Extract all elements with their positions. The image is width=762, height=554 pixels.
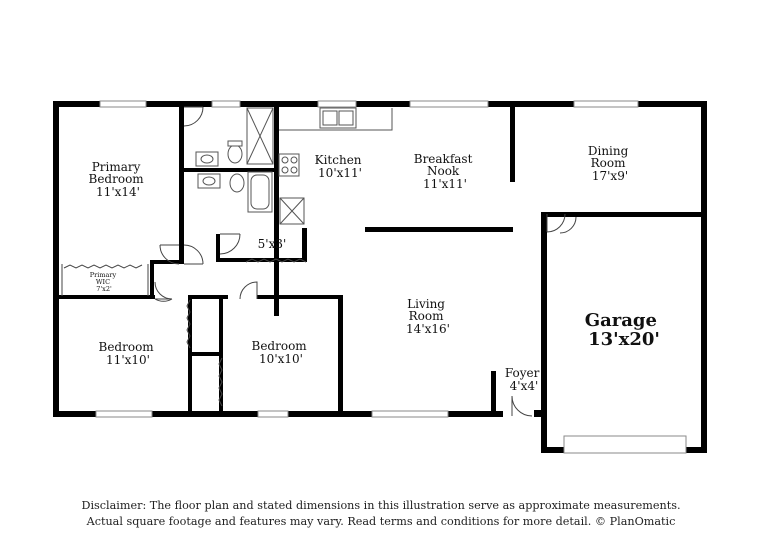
primary-wic-name-1: Primary [90,271,117,279]
room-label-closet: 5'x3' [258,237,287,251]
windows [95,100,687,454]
dining-dim: 17'x9' [592,169,628,183]
window-living-room [371,410,449,418]
interior-walls [59,101,547,417]
bedroom-left-name: Bedroom [99,340,155,354]
foyer-name: Foyer [505,366,540,380]
room-label-foyer: Foyer 4'x4' [505,366,543,393]
garage-name: Garage [585,310,657,331]
window-bedroom-middle [257,410,289,418]
door-garage [546,213,566,233]
toilet-primary [227,144,243,164]
window-bath [211,100,241,108]
door-bedroom-middle [239,281,258,300]
bedroom-middle-dim: 10'x10' [259,352,303,366]
living-dim: 14'x16' [406,322,450,336]
room-label-garage: Garage 13'x20' [585,310,664,350]
living-name-1: Living [407,297,445,311]
wic-cross [61,264,149,296]
foyer-dim: 4'x4' [510,379,539,393]
room-label-primary-bedroom: Primary Bedroom 11'x14' [89,160,148,199]
nook-name-2: Nook [427,164,460,178]
garage-dim: 13'x20' [588,329,660,350]
fixtures [195,107,393,225]
room-labels: Primary Bedroom 11'x14' Primary WIC 7'x2… [89,144,664,393]
nook-name-1: Breakfast [414,152,473,166]
room-label-bedroom-left: Bedroom 11'x10' [99,340,158,367]
primary-wic-name-2: WIC [96,278,110,286]
hall-bifold-2 [218,357,223,407]
kitchen-name: Kitchen [315,153,362,167]
kitchen-dim: 10'x11' [318,166,362,180]
primary-bedroom-name-1: Primary [92,160,141,174]
disclaimer-line-1: Disclaimer: The floor plan and stated di… [81,499,681,512]
closet-5x3-bifold [245,258,307,263]
bedroom-left-dim: 11'x10' [106,353,150,367]
room-label-dining-room: Dining Room 17'x9' [588,144,632,183]
window-dining [573,100,639,108]
window-nook [409,100,489,108]
window-primary-bedroom [99,100,147,108]
door-garage-2 [559,216,577,234]
door-closet-small [219,233,241,255]
dining-name-1: Dining [588,144,629,158]
wic-bifold [63,264,143,269]
disclaimer-line-2: Actual square footage and features may v… [86,515,676,528]
dining-name-2: Room [591,156,626,170]
kitchen-counter [279,108,393,131]
primary-bedroom-name-2: Bedroom [89,172,145,186]
room-label-living-room: Living Room 14'x16' [406,297,450,336]
living-name-2: Room [409,309,444,323]
nook-dim: 11'x11' [423,177,467,191]
hall-bifold-1 [186,299,191,349]
window-bedroom-left [95,410,153,418]
room-label-kitchen: Kitchen 10'x11' [315,153,366,180]
room-label-primary-wic: Primary WIC 7'x2' [90,271,118,293]
door-bedroom-left-arc [154,281,173,300]
bedroom-middle-name: Bedroom [252,339,308,353]
primary-wic-dim: 7'x2' [96,285,112,293]
closet-doors [61,258,307,407]
door-bedroom-left [154,298,173,302]
doors [154,106,577,417]
door-primary-bedroom [159,244,180,265]
window-kitchen [317,100,357,108]
garage-door [563,435,687,454]
door-hall [183,244,204,265]
toilet-hall [229,173,245,193]
room-label-breakfast-nook: Breakfast Nook 11'x11' [414,152,477,191]
room-label-bedroom-middle: Bedroom 10'x10' [252,339,311,366]
primary-bedroom-dim: 11'x14' [96,185,140,199]
door-foyer [511,395,533,417]
door-primary-bath [183,106,204,127]
disclaimer: Disclaimer: The floor plan and stated di… [0,498,762,530]
